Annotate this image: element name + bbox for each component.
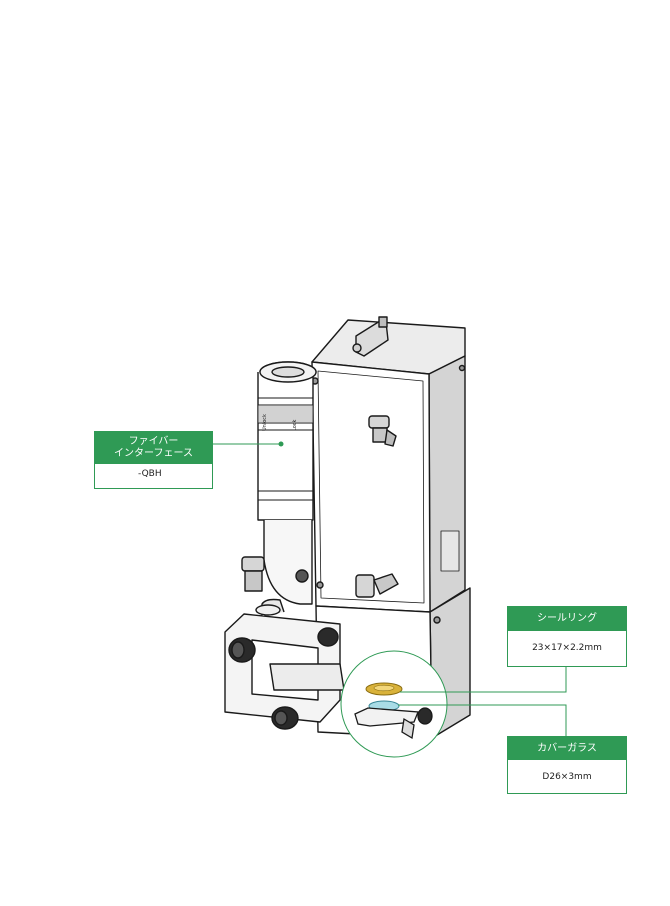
- fiber-interface-title-line2: インターフェース: [114, 448, 193, 459]
- fiber-interface-title: ファイバー インターフェース: [95, 432, 212, 464]
- side-fitting: [241, 556, 265, 592]
- cover-glass-title: カバーガラス: [508, 737, 626, 760]
- seal-ring-value: 23×17×2.2mm: [532, 643, 602, 653]
- seal-ring-title: シールリング: [508, 607, 626, 631]
- lock-label: Lock: [292, 419, 298, 431]
- fiber-leader-dot: [278, 441, 284, 447]
- cover-glass-callout: カバーガラス D26×3mm: [507, 736, 627, 794]
- cover-glass-holder: [354, 707, 433, 740]
- seal-ring-callout: シールリング 23×17×2.2mm: [507, 606, 627, 667]
- fiber-interface-cylinder: [257, 361, 317, 605]
- fiber-interface-title-line1: ファイバー: [128, 436, 179, 447]
- adjustment-knob-bottom: [271, 706, 299, 730]
- unlock-label: Unlock: [262, 414, 268, 431]
- cover-glass-value: D26×3mm: [542, 772, 592, 782]
- fiber-interface-callout: ファイバー インターフェース -QBH: [94, 431, 213, 489]
- fiber-interface-value: -QBH: [138, 469, 162, 479]
- adjustment-knob-top: [317, 627, 339, 647]
- nozzle-bracket: [224, 598, 345, 723]
- seal-ring-leader-line: [400, 667, 567, 693]
- magnifier-circle: [340, 650, 448, 758]
- adjustment-knob-left: [228, 637, 256, 663]
- seal-ring-part: [365, 682, 403, 696]
- main-housing: [311, 316, 466, 613]
- cover-glass-leader-line: [398, 704, 567, 736]
